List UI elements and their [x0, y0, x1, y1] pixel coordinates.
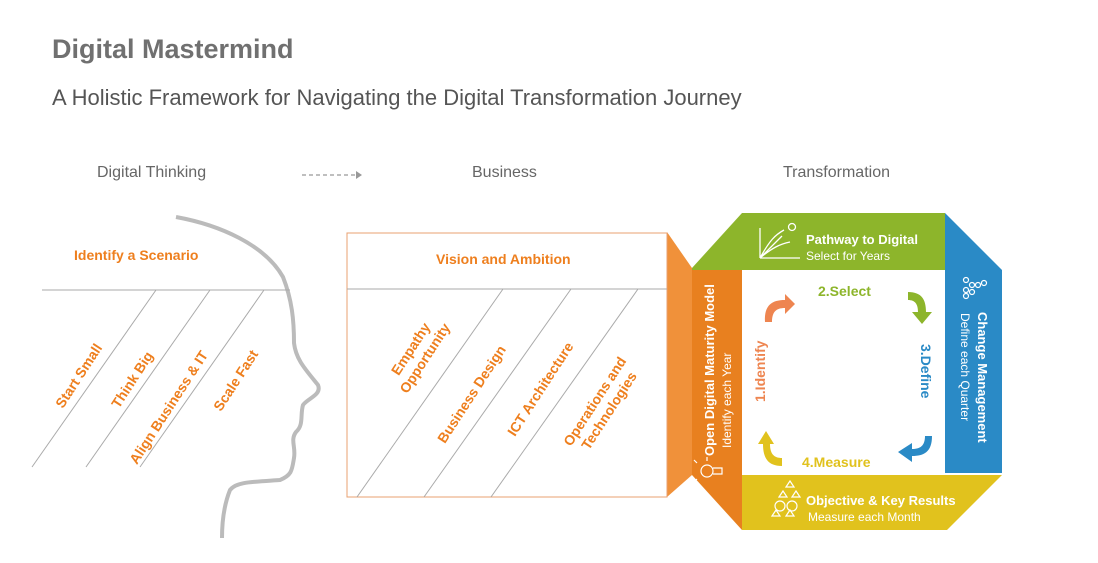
page-title: Digital Mastermind — [52, 34, 294, 64]
stage-business: Business — [472, 164, 537, 181]
business-heading: Vision and Ambition — [436, 251, 571, 267]
arrow-green-icon — [908, 292, 932, 324]
odmm-sub: Identify each Year — [720, 352, 734, 448]
step-measure: 4.Measure — [802, 454, 871, 470]
arrow-yellow-icon — [758, 431, 782, 466]
step-select: 2.Select — [818, 283, 871, 299]
stage-transformation: Transformation — [783, 164, 890, 181]
arrow-blue-icon — [898, 436, 932, 462]
okr-sub: Measure each Month — [808, 510, 921, 524]
arrow-orange-icon — [764, 294, 795, 322]
odmm-title: Open Digital Maturity Model — [702, 284, 717, 456]
thinking-heading: Identify a Scenario — [74, 247, 199, 263]
lightbulb-icon — [693, 457, 723, 483]
panel-bottom — [742, 475, 1002, 530]
org-tree-icon — [770, 479, 802, 517]
fold-panel — [667, 232, 692, 497]
panel-left — [692, 270, 742, 530]
panel-right — [945, 213, 1002, 473]
panel-top — [692, 213, 945, 270]
network-circles-icon — [962, 276, 988, 300]
chart-growth-icon — [759, 222, 800, 259]
pathway-title: Pathway to Digital — [806, 232, 918, 247]
change-mgmt-title: Change Management — [975, 312, 990, 443]
pathway-sub: Select for Years — [806, 249, 891, 263]
step-define: 3.Define — [918, 344, 934, 399]
okr-title: Objective & Key Results — [806, 493, 956, 508]
page-subtitle: A Holistic Framework for Navigating the … — [52, 85, 742, 110]
change-mgmt-sub: Define each Quarter — [958, 313, 972, 422]
dashed-arrow-icon — [302, 171, 362, 179]
head-profile — [175, 215, 321, 539]
stage-digital-thinking: Digital Thinking — [97, 164, 207, 181]
step-identify: 1.Identify — [752, 340, 768, 402]
